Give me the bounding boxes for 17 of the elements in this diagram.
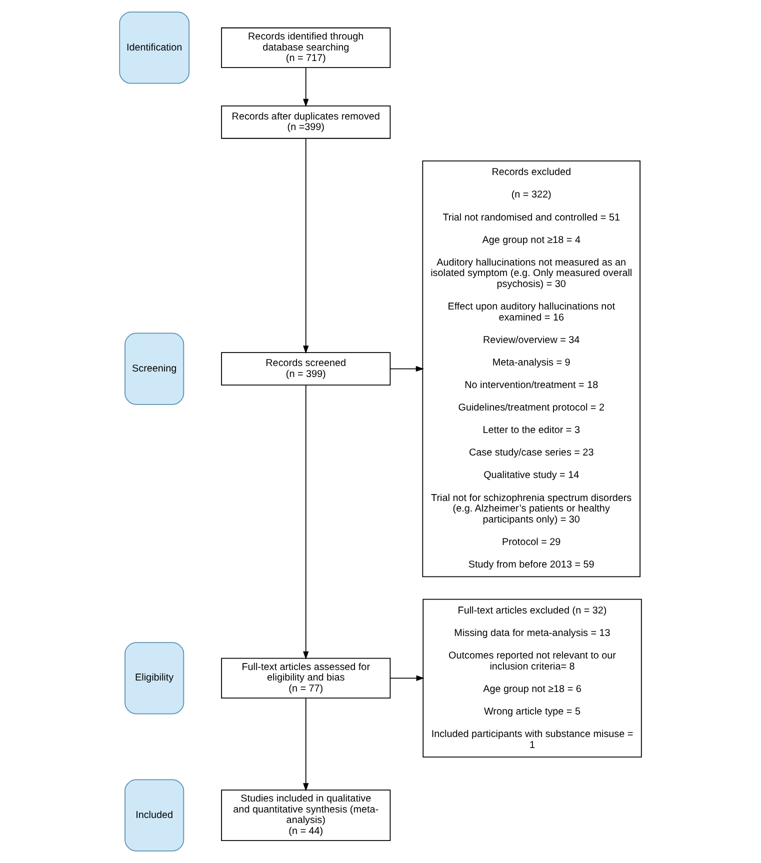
arrow [303,698,309,792]
node-box: Records after duplicates removed (n =399) [221,105,391,139]
arrow [303,384,309,660]
node-box: Records screened (n = 399) [221,352,391,386]
node-box: Screening [124,332,184,405]
node-box: Full-text articles assessed for eligibility and bias (n = 77) [221,658,391,698]
node-box: Eligibility [124,642,184,714]
arrow [303,67,309,108]
arrow [390,366,424,372]
arrow [303,138,309,354]
node-box: Full-text articles excluded (n = 32) Missing data for meta-analysis = 13 Outcomes reported not relevant to our inclusion criteria= 8 Age group not ≥18 = 6 Wrong article type = 5 Included participants with substance misuse = 1 [422,598,642,758]
node-box: Identification [119,12,190,84]
node-box: Studies included in qualitative and quantitative synthesis (meta-analysis) (n = 44) [221,790,391,841]
node-box: Records excluded (n = 322) Trial not randomised and controlled = 51 Age group not ≥18 = 4 Auditory hallucinations not measured as an isolated symptom (e.g. Only measured overall psychosis) = 30 Effect upon auditory hallucinations not examined = 16 Review/overview = 34 Meta-analysis = 9 No intervention/treatment = 18 Guidelines/treatment protocol = 2 Letter to the editor = 3 Case study/case series = 23 Qualitative study = 14 Trial not for schizophrenia spectrum disorders (e.g. Alzheimer’s patients or healthy participants only) = 30 Protocol = 29 Study from before 2013 = 59 [422,160,640,578]
node-box: Records identified through database searching (n = 717) [221,27,391,68]
arrow [390,675,424,682]
node-box: Included [124,779,184,852]
